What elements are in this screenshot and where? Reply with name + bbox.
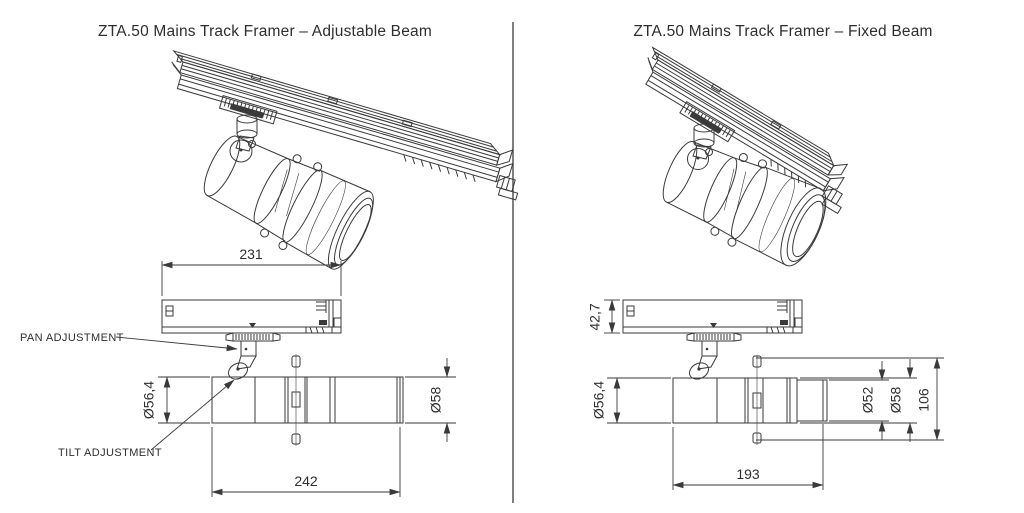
dim-rear-section-diameter <box>829 361 889 440</box>
dim-overall-height-text: 106 <box>916 388 932 412</box>
dim-body-diameter-right-text: Ø56,4 <box>591 381 607 419</box>
adjustable-body-elevation <box>211 354 404 446</box>
adjustable-iso-view <box>171 50 519 270</box>
dim-body-diameter-text: Ø56,4 <box>141 381 157 419</box>
dim-body-length-right <box>672 424 824 490</box>
fixed-elevation-view: 42,7 Ø56,4 Ø52 Ø5 <box>587 299 944 490</box>
fixed-beam-panel: ZTA.50 Mains Track Framer – Fixed Beam <box>587 23 944 490</box>
adjustable-beam-panel: ZTA.50 Mains Track Framer – Adjustable B… <box>20 23 519 497</box>
dim-front-diameter-text: Ø58 <box>428 387 444 414</box>
left-panel-title: ZTA.50 Mains Track Framer – Adjustable B… <box>98 23 432 40</box>
dim-body-diameter <box>158 376 210 424</box>
dim-rear-section-diameter-text: Ø52 <box>860 387 876 414</box>
right-panel-title: ZTA.50 Mains Track Framer – Fixed Beam <box>633 23 932 40</box>
fixed-body-elevation <box>672 355 828 445</box>
pan-leader-arrow <box>115 336 238 352</box>
dim-front-diameter-right-text: Ø58 <box>888 387 904 414</box>
dim-front-diameter <box>405 358 456 442</box>
dim-body-diameter-right <box>607 377 671 424</box>
dim-body-length-right-text: 193 <box>736 466 760 482</box>
dim-track-height <box>604 299 620 334</box>
dim-track-height-text: 42,7 <box>587 303 603 330</box>
tilt-leader-arrow <box>150 379 235 451</box>
tilt-adjustment-label: TILT ADJUSTMENT <box>58 447 162 459</box>
pan-adjustment-label: PAN ADJUSTMENT <box>20 332 124 344</box>
dim-track-length <box>161 261 342 296</box>
dim-front-diameter-right <box>800 359 917 442</box>
fixed-iso-view <box>645 46 849 267</box>
dim-overall-height <box>756 357 944 441</box>
dim-body-length-text: 242 <box>294 473 318 489</box>
dim-body-length <box>211 427 401 497</box>
dim-track-length-text: 231 <box>239 246 263 262</box>
adjustable-elevation-view: 231 Ø56,4 Ø58 242 <box>20 246 456 497</box>
